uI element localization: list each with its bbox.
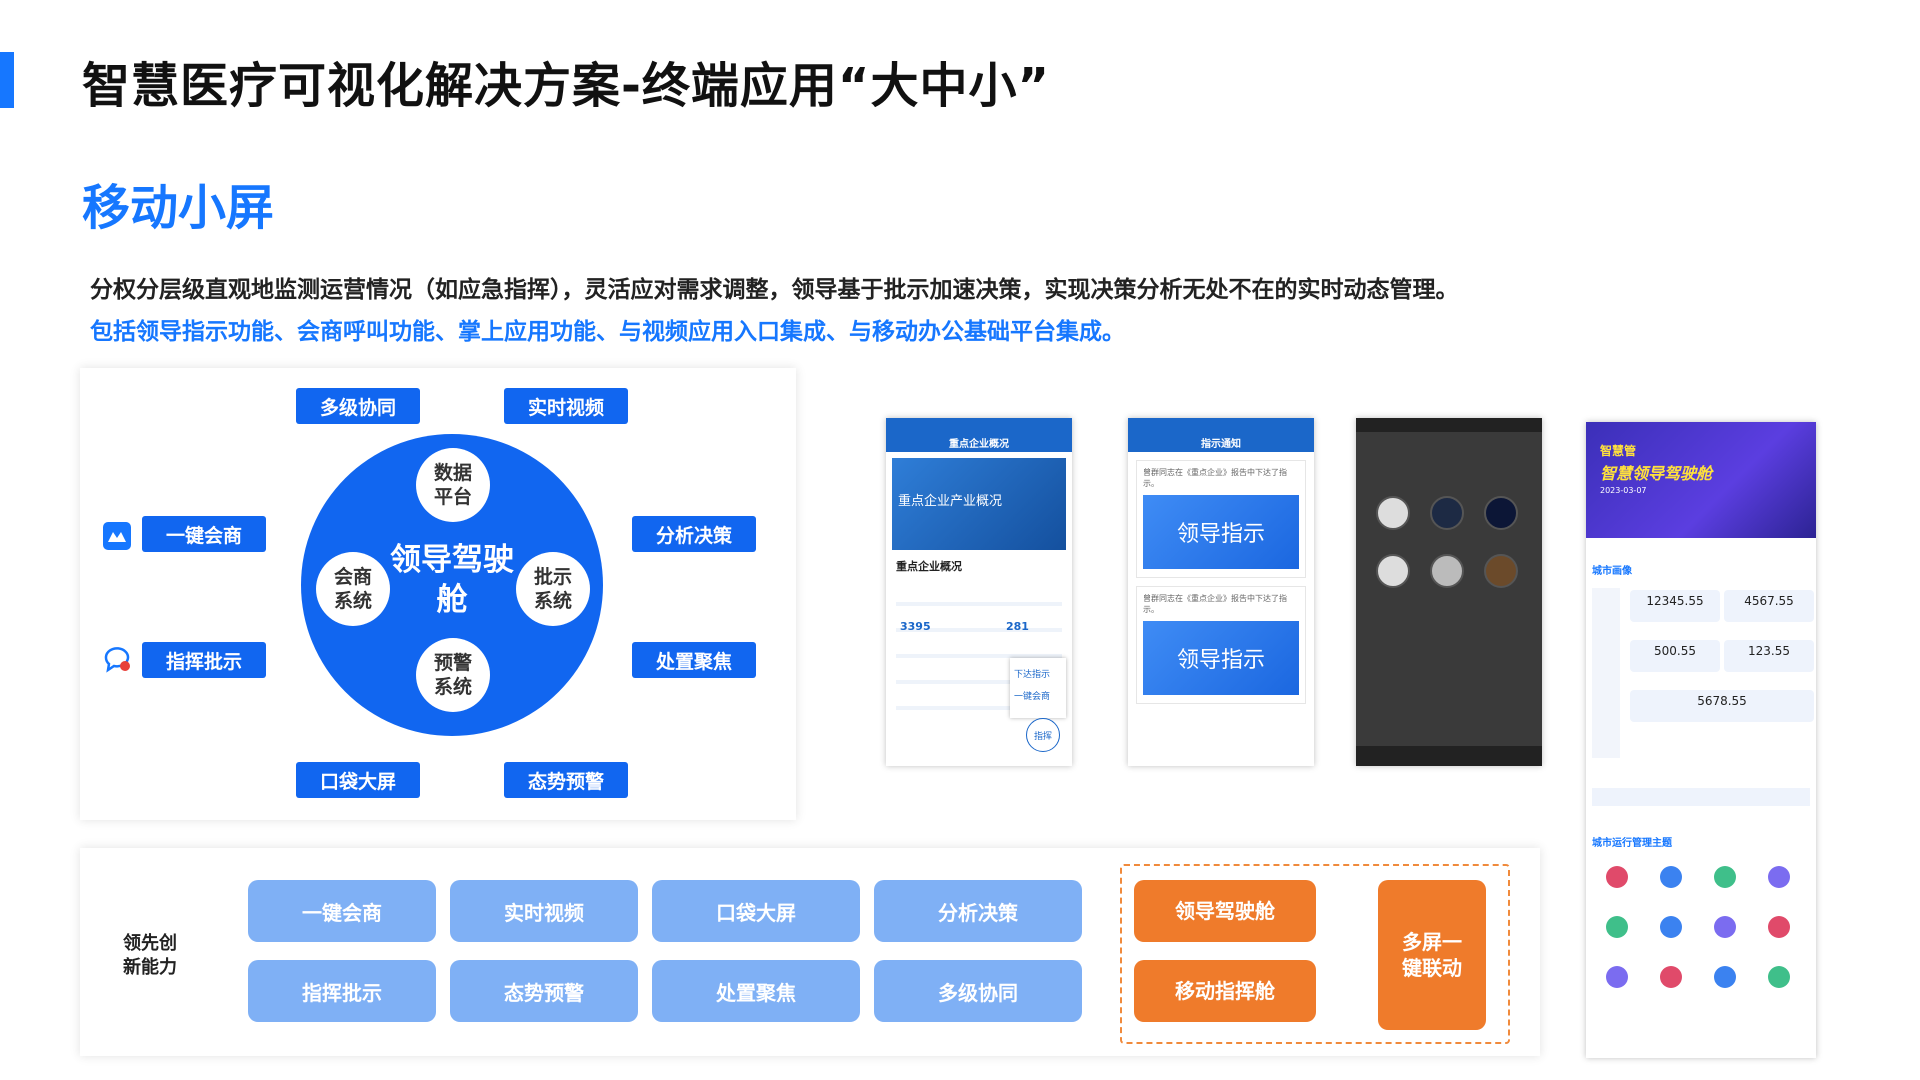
capability-real-time-video: 实时视频 (450, 880, 638, 942)
status-bar (1128, 418, 1314, 432)
cockpit-circle: 领导驾驶舱 数据平台 会商系统 批示系统 预警系统 (301, 434, 603, 736)
mobile-command-highlight: 移动指挥舱 (1134, 960, 1316, 1022)
topic-icon[interactable] (1768, 966, 1790, 988)
topic-icon[interactable] (1606, 916, 1628, 938)
participant-avatar[interactable] (1484, 496, 1518, 530)
notice-meta: 曾群同志在《重点企业》报告中下达了指示。 (1143, 594, 1287, 614)
tag-command-instruction: 指挥批示 (142, 642, 266, 678)
capabilities-panel: 领先创新能力 一键会商 实时视频 口袋大屏 分析决策 指挥批示 态势预警 处置聚… (80, 848, 1540, 1056)
cockpit-date: 2023-03-07 (1600, 486, 1647, 495)
status-bar (886, 418, 1072, 432)
stat-value: 4567.55 (1724, 590, 1814, 622)
phone-leader-cockpit: 智慧管 智慧领导驾驶舱 2023-03-07 城市画像 12345.55 456… (1586, 422, 1816, 1058)
phone-enterprise-overview: 重点企业概况 重点企业产业概况 重点企业概况 3395 281 下达指示 一键会… (886, 418, 1072, 766)
brand-label: 智慧管 (1600, 444, 1637, 458)
city-operation-label: 城市运行管理主题 (1592, 838, 1672, 849)
phone-header: 指示通知 (1128, 432, 1314, 452)
topic-icon[interactable] (1606, 866, 1628, 888)
node-consultation-system: 会商系统 (316, 552, 390, 626)
capability-analysis-decision: 分析决策 (874, 880, 1082, 942)
topic-icon[interactable] (1714, 916, 1736, 938)
stat-value: 123.55 (1724, 640, 1814, 672)
stat-value: 12345.55 (1630, 590, 1720, 622)
participant-avatar[interactable] (1376, 554, 1410, 588)
capability-one-click-consultation: 一键会商 (248, 880, 436, 942)
phone-instruction-notice: 指示通知 曾群同志在《重点企业》报告中下达了指示。 领导指示 曾群同志在《重点企… (1128, 418, 1314, 766)
meeting-app-icon (103, 522, 131, 550)
topic-icon[interactable] (1660, 916, 1682, 938)
notice-meta: 曾群同志在《重点企业》报告中下达了指示。 (1143, 468, 1287, 488)
notice-card[interactable]: 曾群同志在《重点企业》报告中下达了指示。 领导指示 (1136, 586, 1306, 704)
tag-analysis-decision: 分析决策 (632, 516, 756, 552)
tag-situation-warning: 态势预警 (504, 762, 628, 798)
stat-projects: 281 (1006, 620, 1029, 633)
issue-instruction-action[interactable]: 下达指示 (1014, 670, 1051, 680)
description-line-2: 包括领导指示功能、会商呼叫功能、掌上应用功能、与视频应用入口集成、与移动办公基础… (90, 319, 1125, 345)
leader-cockpit-highlight: 领导驾驶舱 (1134, 880, 1316, 942)
notice-banner: 领导指示 (1143, 495, 1299, 569)
section-title: 移动小屏 (82, 180, 275, 236)
leading-innovation-label: 领先创新能力 (123, 933, 177, 978)
side-tabs[interactable] (1592, 588, 1620, 758)
tag-multi-level-coordination: 多级协同 (296, 388, 420, 424)
participant-avatar[interactable] (1484, 554, 1518, 588)
action-popup[interactable]: 下达指示 一键会商 (1010, 658, 1066, 718)
description-line-1: 分权分层级直观地监测运营情况（如应急指挥），灵活应对需求调整，领导基于批示加速决… (90, 277, 1459, 303)
node-data-platform: 数据平台 (416, 448, 490, 522)
enterprise-banner: 重点企业产业概况 (892, 458, 1066, 550)
participant-avatar[interactable] (1376, 496, 1410, 530)
node-warning-system: 预警系统 (416, 638, 490, 712)
cockpit-banner: 智慧管 智慧领导驾驶舱 2023-03-07 (1586, 422, 1816, 538)
capability-situation-warning: 态势预警 (450, 960, 638, 1022)
chat-bubble-icon (104, 647, 130, 673)
notice-banner: 领导指示 (1143, 621, 1299, 695)
one-click-meeting-action[interactable]: 一键会商 (1014, 692, 1051, 702)
capability-disposal-focus: 处置聚焦 (652, 960, 860, 1022)
stat-enterprises: 3395 (900, 620, 931, 633)
info-strip (1592, 788, 1810, 806)
topic-icon[interactable] (1714, 866, 1736, 888)
capability-pocket-big-screen: 口袋大屏 (652, 880, 860, 942)
highlight-dashed-box (1120, 864, 1510, 1044)
topic-icon[interactable] (1606, 966, 1628, 988)
call-toolbar[interactable] (1356, 746, 1542, 766)
command-fab[interactable]: 指挥 (1026, 718, 1060, 752)
page-title: 智慧医疗可视化解决方案-终端应用“大中小” (82, 58, 1051, 114)
city-profile-label: 城市画像 (1592, 566, 1632, 577)
title-accent-bar (0, 52, 14, 108)
phone-header: 重点企业概况 (886, 432, 1072, 452)
tag-disposal-focus: 处置聚焦 (632, 642, 756, 678)
status-bar (1356, 418, 1542, 432)
cockpit-diagram: 多级协同 实时视频 一键会商 指挥批示 分析决策 处置聚焦 领导驾驶舱 数据平台… (80, 368, 796, 820)
tag-one-click-consultation: 一键会商 (142, 516, 266, 552)
capability-command-instruction: 指挥批示 (248, 960, 436, 1022)
tag-pocket-big-screen: 口袋大屏 (296, 762, 420, 798)
enterprise-subtitle: 重点企业概况 (896, 560, 962, 573)
node-instruction-system: 批示系统 (516, 552, 590, 626)
tag-real-time-video: 实时视频 (504, 388, 628, 424)
phone-video-call (1356, 418, 1542, 766)
multi-screen-linkage-highlight: 多屏一键联动 (1378, 880, 1486, 1030)
stat-value: 500.55 (1630, 640, 1720, 672)
notice-card[interactable]: 曾群同志在《重点企业》报告中下达了指示。 领导指示 (1136, 460, 1306, 578)
stat-value: 5678.55 (1630, 690, 1814, 722)
topic-icon[interactable] (1714, 966, 1736, 988)
capability-multi-level-coordination: 多级协同 (874, 960, 1082, 1022)
cockpit-center-label: 领导驾驶舱 (390, 542, 514, 618)
participant-avatar[interactable] (1430, 554, 1464, 588)
topic-icon[interactable] (1768, 866, 1790, 888)
participant-avatar[interactable] (1430, 496, 1464, 530)
topic-icon[interactable] (1660, 866, 1682, 888)
cockpit-title: 智慧领导驾驶舱 (1600, 464, 1713, 483)
topic-icon[interactable] (1768, 916, 1790, 938)
topic-icon[interactable] (1660, 966, 1682, 988)
